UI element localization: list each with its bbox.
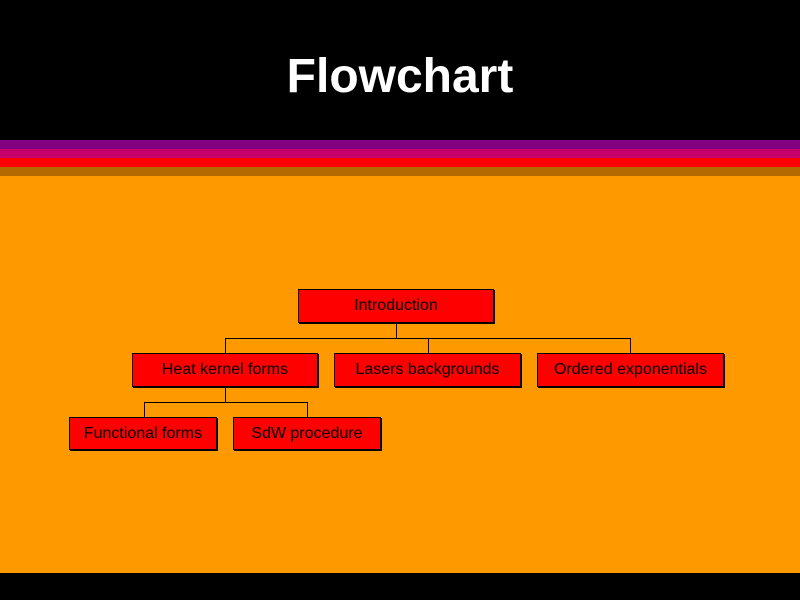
- stripe-brown: [0, 167, 800, 176]
- connector-to-lasers: [428, 338, 429, 353]
- connector-to-heat-kernel: [225, 338, 226, 353]
- node-lasers-backgrounds: Lasers backgrounds: [334, 353, 521, 387]
- connector-to-sdw: [307, 402, 308, 417]
- node-functional-forms: Functional forms: [69, 417, 217, 450]
- node-sdw-procedure: SdW procedure: [233, 417, 381, 450]
- stripe-magenta: [0, 149, 800, 158]
- connector-to-ordered: [630, 338, 631, 353]
- connector-level2-bar: [144, 402, 308, 403]
- footer-bar: [0, 573, 800, 600]
- connector-heat-kernel-down: [225, 387, 226, 402]
- node-heat-kernel-forms: Heat kernel forms: [132, 353, 318, 387]
- header-bar: Flowchart: [0, 0, 800, 140]
- node-introduction: Introduction: [298, 289, 494, 323]
- connector-to-functional: [144, 402, 145, 417]
- stripe-purple: [0, 140, 800, 149]
- stripe-red: [0, 158, 800, 167]
- slide-title: Flowchart: [286, 50, 514, 103]
- connector-root-down: [396, 323, 397, 338]
- node-ordered-exponentials: Ordered exponentials: [537, 353, 724, 387]
